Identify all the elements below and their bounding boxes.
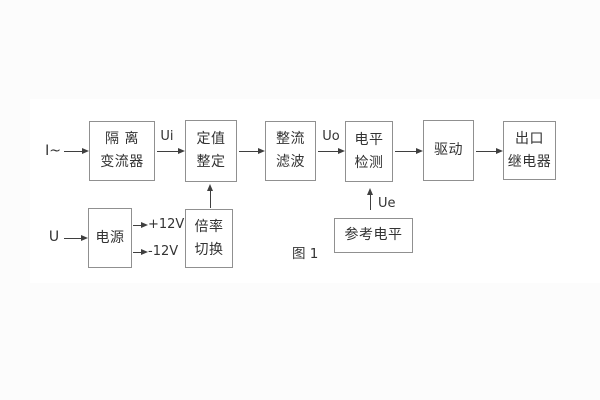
current-input-label: I~ xyxy=(45,143,61,159)
arrow-plus12-output xyxy=(133,222,148,228)
block-label: 整流 xyxy=(276,131,305,147)
arrow-current-input xyxy=(64,148,89,154)
arrow-drive-to-relay xyxy=(476,148,503,154)
block-level-detect: 电平 检测 xyxy=(345,121,393,182)
block-label: 定值 xyxy=(196,131,226,147)
block-label: 驱动 xyxy=(434,142,463,158)
block-label: 参考电平 xyxy=(344,227,403,243)
arrow-rectify-to-level xyxy=(318,148,345,154)
signal-ue-label: Ue xyxy=(378,196,396,211)
block-label: 倍率 xyxy=(194,218,224,235)
block-reference-level: 参考电平 xyxy=(334,218,413,253)
plus12v-label: +12V xyxy=(148,217,185,232)
block-output-relay: 出口 继电器 xyxy=(503,121,556,180)
block-label: 切换 xyxy=(194,241,224,258)
arrow-minus12-output xyxy=(133,249,148,255)
arrow-reference-ue xyxy=(367,188,373,210)
block-label: 电源 xyxy=(95,229,125,246)
block-drive: 驱动 xyxy=(423,120,474,181)
block-label: 出口 xyxy=(515,130,544,147)
block-label: 滤波 xyxy=(276,154,305,170)
voltage-input-label: U xyxy=(48,229,60,245)
block-rectify-filter: 整流 滤波 xyxy=(265,121,316,181)
arrow-voltage-input xyxy=(64,235,88,241)
figure-caption: 图 1 xyxy=(292,246,319,262)
signal-uo-label: Uo xyxy=(322,129,340,144)
block-label: 变流器 xyxy=(100,154,144,170)
block-setting-adjust: 定值 整定 xyxy=(185,120,237,182)
arrow-ratio-to-setting xyxy=(207,184,213,208)
signal-ui-label: Ui xyxy=(160,129,174,144)
arrow-setting-to-rectify xyxy=(239,148,265,154)
block-power-supply: 电源 xyxy=(88,208,132,268)
block-label: 继电器 xyxy=(507,153,552,170)
block-label: 隔 离 xyxy=(105,131,139,147)
arrow-level-to-drive xyxy=(395,148,423,154)
block-ratio-switch: 倍率 切换 xyxy=(185,209,233,268)
block-label: 检测 xyxy=(354,154,384,171)
arrow-isolation-to-setting xyxy=(157,148,185,154)
block-label: 电平 xyxy=(354,131,384,148)
block-isolation-transformer: 隔 离 变流器 xyxy=(89,121,155,181)
minus12v-label: -12V xyxy=(148,244,179,259)
block-label: 整定 xyxy=(196,154,226,170)
